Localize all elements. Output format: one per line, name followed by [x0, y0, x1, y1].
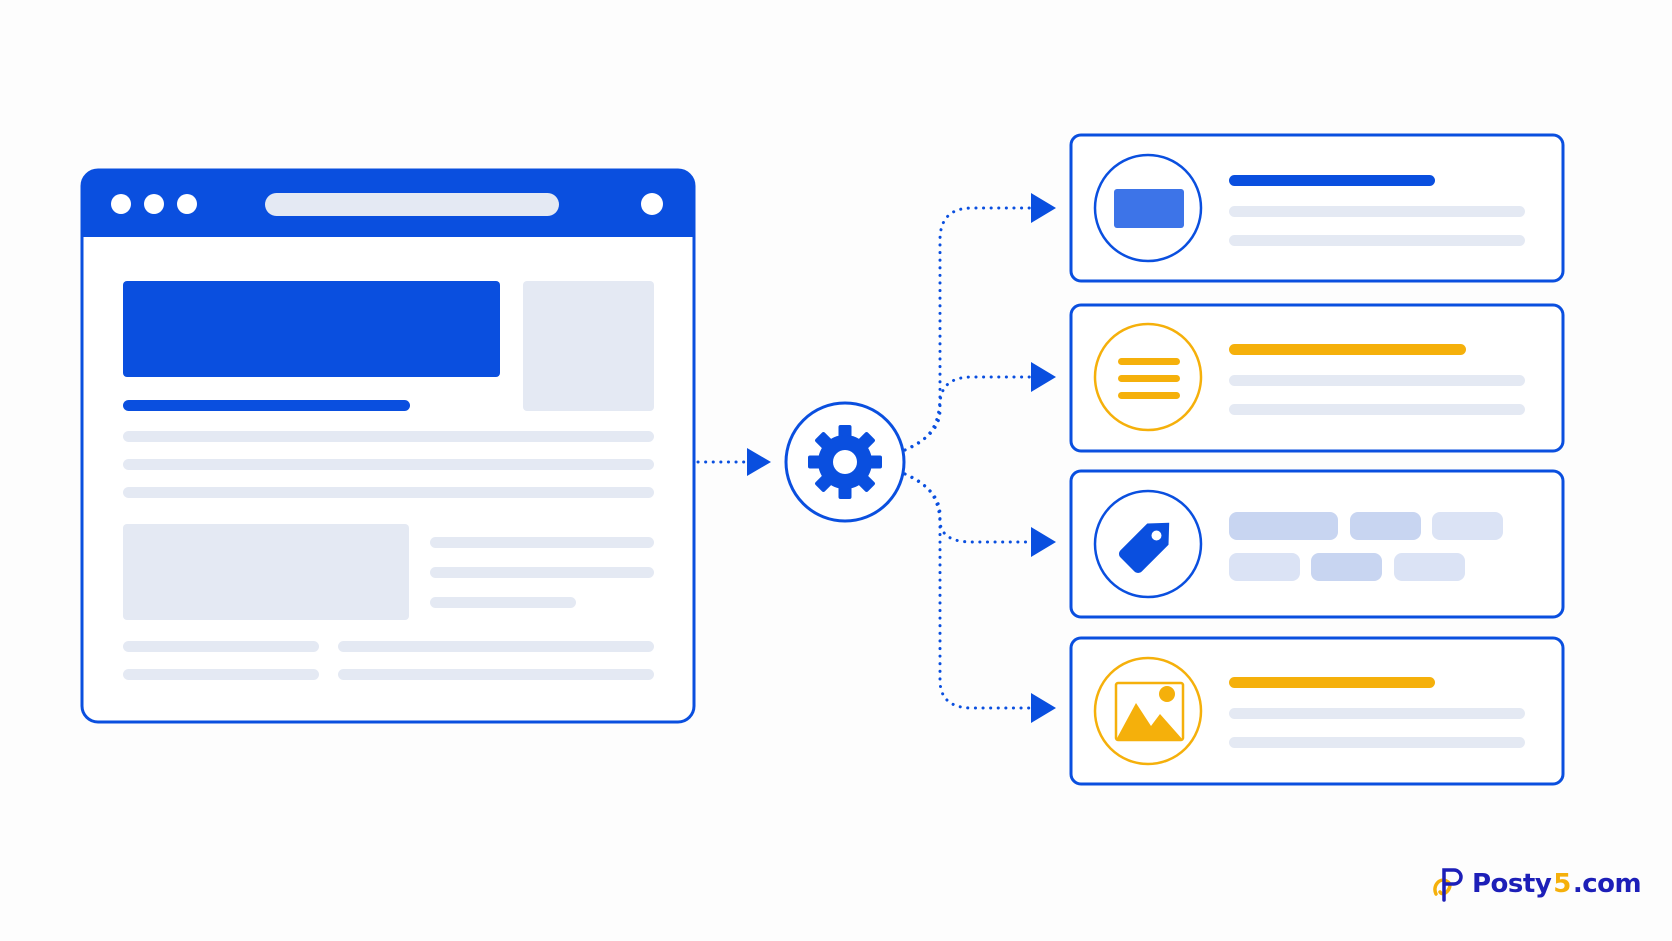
text-line — [123, 669, 319, 680]
arrowhead-icon — [747, 448, 771, 476]
logo-mark-icon — [1433, 868, 1463, 902]
keyword-chip — [1350, 512, 1421, 540]
watermark-suffix: .com — [1572, 869, 1642, 899]
tag-icon — [1119, 522, 1170, 573]
dotted-connector — [903, 206, 1032, 452]
text-line — [123, 641, 319, 652]
output-card-4 — [1069, 636, 1565, 786]
arrowhead-icon — [1031, 193, 1056, 223]
card-text-line — [1229, 737, 1525, 748]
card-icon-circle — [1093, 656, 1203, 766]
browser-frame — [80, 168, 696, 724]
text-line — [430, 537, 654, 548]
hero-block — [123, 281, 500, 377]
card-title-line — [1229, 175, 1435, 186]
arrowhead-icon — [1031, 362, 1056, 392]
card-title-line — [1229, 677, 1435, 688]
side-image-placeholder — [523, 281, 654, 411]
text-line — [430, 567, 654, 578]
card-text-line — [1229, 404, 1525, 415]
keyword-chip — [1432, 512, 1503, 540]
browser-menu-icon — [641, 193, 663, 215]
text-line — [123, 459, 654, 470]
card-text-line — [1229, 206, 1525, 217]
keyword-chip — [1229, 553, 1300, 581]
source-webpage — [80, 168, 696, 724]
arrowhead-icon — [1031, 693, 1056, 723]
text-line — [123, 487, 654, 498]
watermark-digit: 5 — [1553, 869, 1571, 899]
window-dot-icon — [177, 194, 197, 214]
image-icon — [1114, 681, 1185, 742]
watermark-prefix: Posty — [1472, 869, 1552, 899]
input-connector — [696, 448, 771, 476]
text-line — [123, 431, 654, 442]
dotted-connector — [903, 472, 1032, 710]
arrowhead-icon — [1031, 527, 1056, 557]
gear-icon — [808, 425, 882, 499]
text-line — [430, 597, 576, 608]
card-title-line — [1229, 344, 1466, 355]
keyword-chip — [1394, 553, 1465, 581]
text-lines-icon — [1118, 358, 1180, 399]
card-text-line — [1229, 375, 1525, 386]
window-dot-icon — [111, 194, 131, 214]
processor-node — [784, 401, 906, 523]
text-line — [338, 641, 654, 652]
content-image-placeholder — [123, 524, 409, 620]
output-card-3 — [1069, 469, 1565, 619]
keyword-chip — [1311, 553, 1382, 581]
branch-connectors — [903, 206, 1032, 710]
heading-line — [123, 400, 410, 411]
output-card-1 — [1069, 133, 1565, 283]
output-card-2 — [1069, 303, 1565, 453]
address-bar — [265, 193, 559, 216]
card-text-line — [1229, 708, 1525, 719]
card-text-line — [1229, 235, 1525, 246]
dotted-connector — [903, 472, 1032, 544]
keyword-chip — [1229, 512, 1338, 540]
window-dot-icon — [144, 194, 164, 214]
rectangle-icon — [1114, 189, 1184, 228]
dotted-connector — [903, 375, 1032, 452]
text-line — [338, 669, 654, 680]
